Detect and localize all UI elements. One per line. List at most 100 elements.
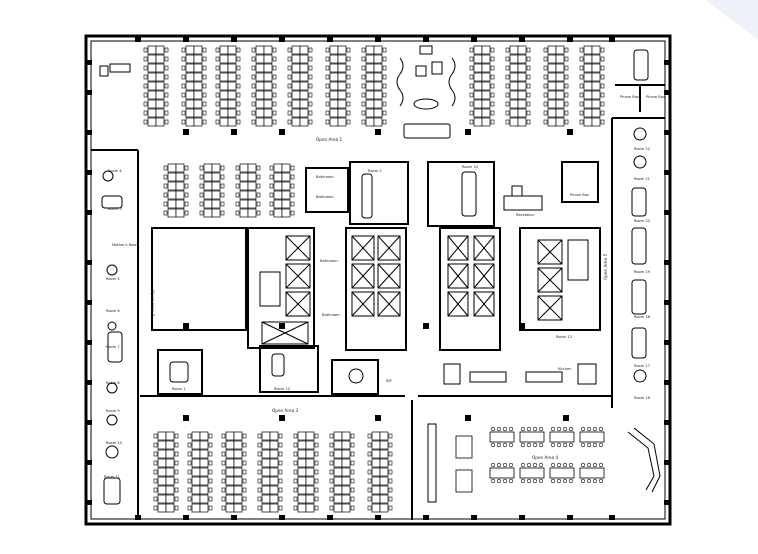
desk: [255, 63, 265, 73]
chair: [272, 110, 277, 116]
desk: [299, 108, 309, 118]
chair: [269, 183, 274, 189]
chair: [388, 451, 393, 457]
chair: [543, 74, 548, 80]
desk: [225, 503, 235, 513]
chair: [290, 165, 295, 171]
chair: [314, 433, 319, 439]
chair: [350, 505, 355, 511]
desk: [305, 494, 315, 504]
desk: [261, 431, 271, 441]
chair: [325, 74, 330, 80]
column: [664, 260, 669, 265]
desk: [167, 199, 177, 209]
desk: [555, 99, 565, 109]
desk: [481, 45, 491, 55]
desk: [273, 172, 283, 182]
chair: [314, 496, 319, 502]
chair: [314, 487, 319, 493]
chair: [153, 505, 158, 511]
label-room-20: Room 20: [634, 219, 651, 223]
desk: [547, 99, 557, 109]
desk: [273, 181, 283, 191]
chair: [361, 47, 366, 53]
chair: [187, 433, 192, 439]
chair: [579, 119, 584, 125]
chair: [367, 496, 372, 502]
desk: [337, 54, 347, 64]
chair: [235, 183, 240, 189]
desk: [157, 467, 167, 477]
label-phone-box-3: Phone Box: [570, 193, 590, 197]
desk: [329, 90, 339, 100]
chair: [163, 192, 168, 198]
desk: [263, 63, 273, 73]
chair: [236, 56, 241, 62]
conference-table: [489, 426, 515, 448]
desk: [203, 199, 213, 209]
desk: [219, 99, 229, 109]
desk: [517, 108, 527, 118]
column: [87, 340, 92, 345]
desk: [193, 99, 203, 109]
chair: [526, 92, 531, 98]
desk-cluster: [251, 45, 277, 127]
chair: [187, 478, 192, 484]
chair: [208, 487, 213, 493]
chair: [388, 496, 393, 502]
desk: [373, 99, 383, 109]
chair: [272, 83, 277, 89]
curved-desk: [627, 427, 661, 493]
column: [567, 37, 573, 42]
desk: [185, 81, 195, 91]
chair: [346, 83, 351, 89]
desk: [297, 467, 307, 477]
desk: [291, 54, 301, 64]
desk: [341, 458, 351, 468]
chair: [367, 451, 372, 457]
chair: [564, 83, 569, 89]
desk-cluster: [215, 45, 241, 127]
chair: [257, 505, 262, 511]
chair: [600, 47, 605, 53]
chair: [220, 174, 225, 180]
desk: [185, 99, 195, 109]
desk: [365, 45, 375, 55]
chair: [236, 101, 241, 107]
chair: [272, 65, 277, 71]
chair: [490, 47, 495, 53]
chair: [202, 101, 207, 107]
desk: [261, 485, 271, 495]
chair: [164, 47, 169, 53]
chair: [257, 496, 262, 502]
chair: [242, 496, 247, 502]
chair: [257, 460, 262, 466]
desk-cluster: [469, 45, 495, 127]
chair: [592, 426, 598, 432]
desk: [473, 117, 483, 127]
chair: [174, 487, 179, 493]
desk: [473, 45, 483, 55]
corner-shading: [705, 0, 758, 40]
desk: [219, 117, 229, 127]
chair: [235, 201, 240, 207]
chair: [505, 92, 510, 98]
chair: [242, 487, 247, 493]
chair: [187, 451, 192, 457]
chair: [287, 92, 292, 98]
desk: [555, 81, 565, 91]
chair: [257, 478, 262, 484]
chair: [550, 462, 556, 468]
desk: [193, 45, 203, 55]
chair: [290, 201, 295, 207]
label-open-area-1: Open Area 1: [316, 137, 342, 142]
chair: [526, 442, 532, 448]
chair: [325, 47, 330, 53]
chair: [350, 469, 355, 475]
desk-clusters: [143, 45, 605, 513]
chair: [251, 83, 256, 89]
desk: [547, 54, 557, 64]
desk: [299, 54, 309, 64]
desk: [373, 45, 383, 55]
column: [664, 90, 669, 95]
